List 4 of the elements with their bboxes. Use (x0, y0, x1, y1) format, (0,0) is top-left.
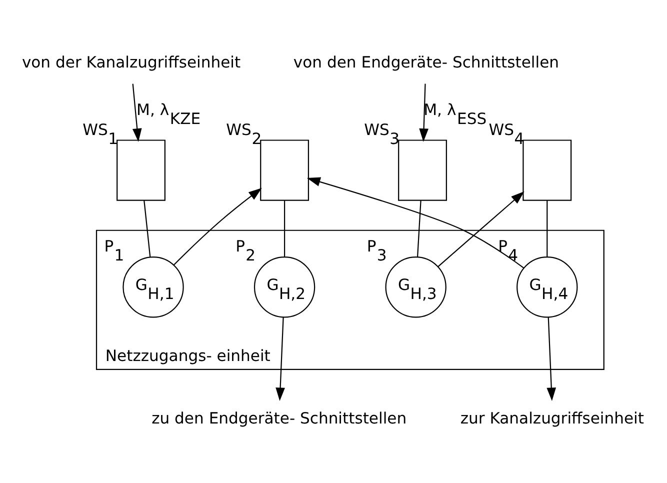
node-text: zur Kanalzugriffseinheit (460, 410, 644, 428)
node-text: von den Endgeräte- Schnittstellen (293, 54, 560, 72)
node-text: von der Kanalzugriffseinheit (22, 54, 241, 72)
node-text: zu den Endgeräte- Schnittstellen (152, 410, 407, 428)
